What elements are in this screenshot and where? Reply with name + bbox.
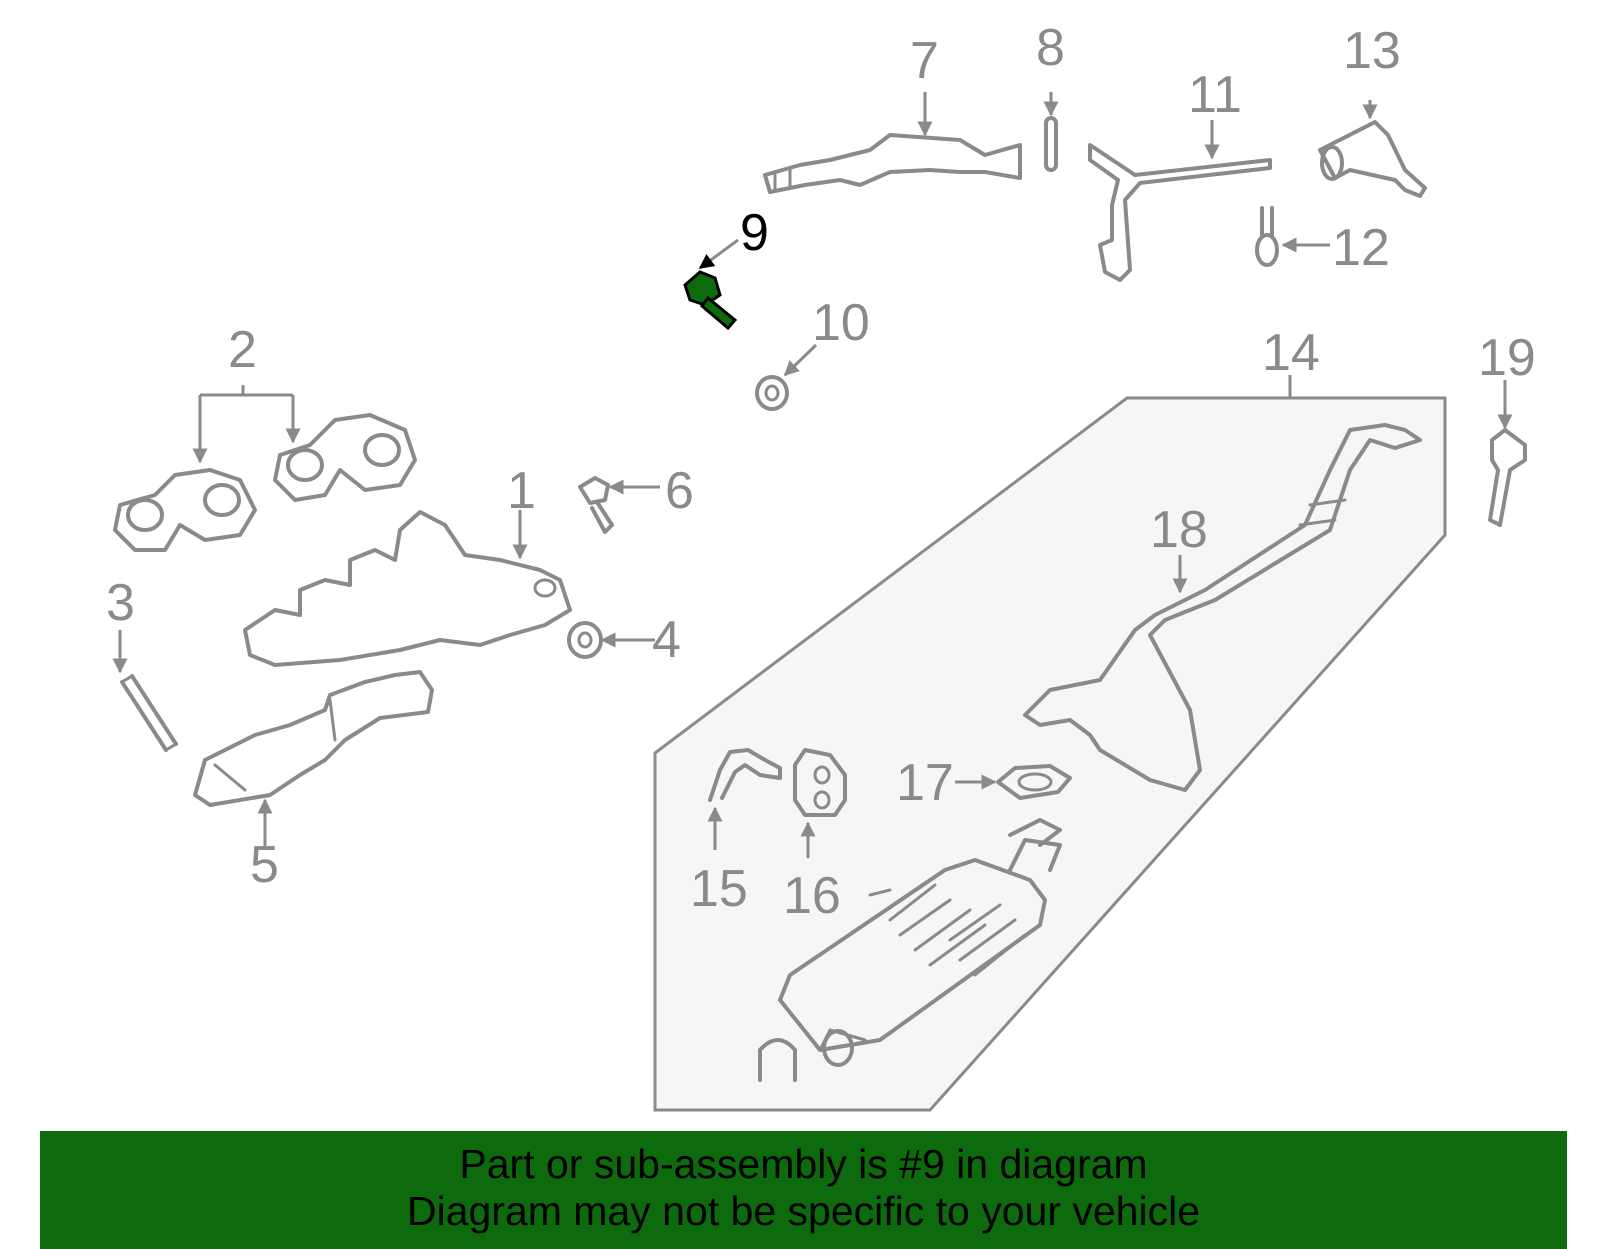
- part-12-clip: [1255, 206, 1279, 267]
- part-19-hanger: [1488, 428, 1527, 527]
- part-5-heat-shield: [193, 670, 434, 807]
- exhaust-assembly-box: [653, 396, 1447, 1112]
- callout-8: 8: [1036, 19, 1065, 77]
- part-13-bracket: [1318, 120, 1427, 198]
- part-1-manifold: [243, 510, 572, 667]
- callout-2: 2: [228, 321, 257, 379]
- part-10-nut: [755, 375, 789, 411]
- part-4-nut: [567, 621, 603, 659]
- info-banner: Part or sub-assembly is #9 in diagram Di…: [40, 1131, 1567, 1249]
- callout-17: 17: [896, 754, 954, 812]
- part-7-front-pipe: [763, 133, 1022, 194]
- callout-14: 14: [1262, 324, 1320, 382]
- banner-line-disclaimer: Diagram may not be specific to your vehi…: [406, 1188, 1200, 1234]
- callout-5: 5: [250, 836, 279, 894]
- callout-10: 10: [812, 294, 870, 352]
- callout-labels: 1 2 3 4 5 6 7 8 9 10 11 12 13 14 15 16 1…: [106, 19, 1536, 925]
- muffler-assembly: [758, 818, 1062, 1082]
- callout-9: 9: [740, 204, 769, 262]
- leader-lines: [112, 92, 1513, 858]
- part-15-bracket: [708, 748, 782, 802]
- callout-19: 19: [1478, 329, 1536, 387]
- part-11-y-pipe: [1088, 143, 1272, 282]
- callout-1: 1: [507, 462, 536, 520]
- part-9-bolt: [683, 270, 738, 331]
- part-3-stud: [120, 674, 178, 752]
- callout-11: 11: [1188, 66, 1242, 124]
- callout-7: 7: [910, 32, 939, 90]
- part-2-gaskets: [113, 413, 417, 552]
- callout-3: 3: [106, 574, 135, 632]
- callout-15: 15: [690, 860, 748, 918]
- part-6-bolt: [578, 476, 614, 534]
- callout-12: 12: [1332, 219, 1390, 277]
- part-18-pipe: [1023, 423, 1422, 792]
- part-8-pin: [1044, 116, 1058, 172]
- part-16-insulator: [793, 748, 847, 817]
- callout-13: 13: [1343, 22, 1401, 80]
- callout-6: 6: [665, 462, 694, 520]
- callout-4: 4: [652, 611, 681, 669]
- callout-16: 16: [783, 867, 841, 925]
- banner-line-part: Part or sub-assembly is #9 in diagram: [459, 1141, 1148, 1187]
- part-17-gasket: [996, 764, 1072, 800]
- parts-diagram: 1 2 3 4 5 6 7 8 9 10 11 12 13 14 15 16 1…: [106, 19, 1536, 1112]
- callout-18: 18: [1150, 501, 1208, 559]
